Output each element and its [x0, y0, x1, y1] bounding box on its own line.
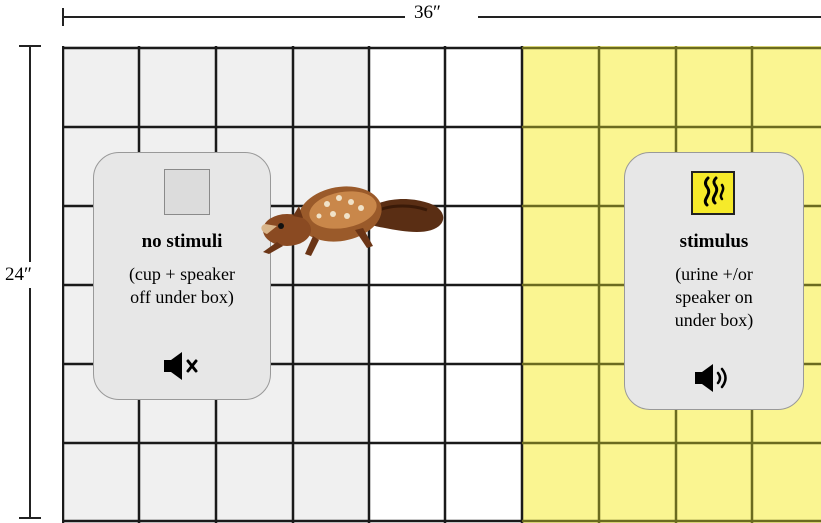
odor-wave-icon — [691, 171, 735, 215]
stimulus-desc-line3: under box) — [674, 310, 754, 330]
no-stimuli-desc-line2: off under box) — [130, 287, 234, 307]
stimulus-desc-line2: speaker on — [675, 287, 753, 307]
no-stimulus-square-icon — [164, 169, 210, 215]
no-stimuli-title: no stimuli — [141, 231, 223, 252]
speaker-muted-icon — [164, 352, 198, 380]
width-dimension-line-right — [478, 16, 821, 18]
width-dimension-label: 36″ — [414, 2, 441, 23]
stimulus-desc-line1: (urine +/or — [675, 264, 753, 284]
height-dimension-bottom-tick — [19, 517, 41, 519]
width-dimension-line-left — [63, 16, 405, 18]
stimulus-box: stimulus (urine +/or speaker on under bo… — [624, 152, 804, 410]
speaker-on-icon — [695, 364, 727, 392]
height-dimension-label: 24″ — [5, 262, 32, 288]
no-stimuli-box: no stimuli (cup + speaker off under box) — [93, 152, 271, 400]
no-stimuli-desc-line1: (cup + speaker — [128, 264, 236, 284]
stimulus-title: stimulus — [679, 231, 749, 252]
squirrel-illustration — [261, 186, 444, 256]
